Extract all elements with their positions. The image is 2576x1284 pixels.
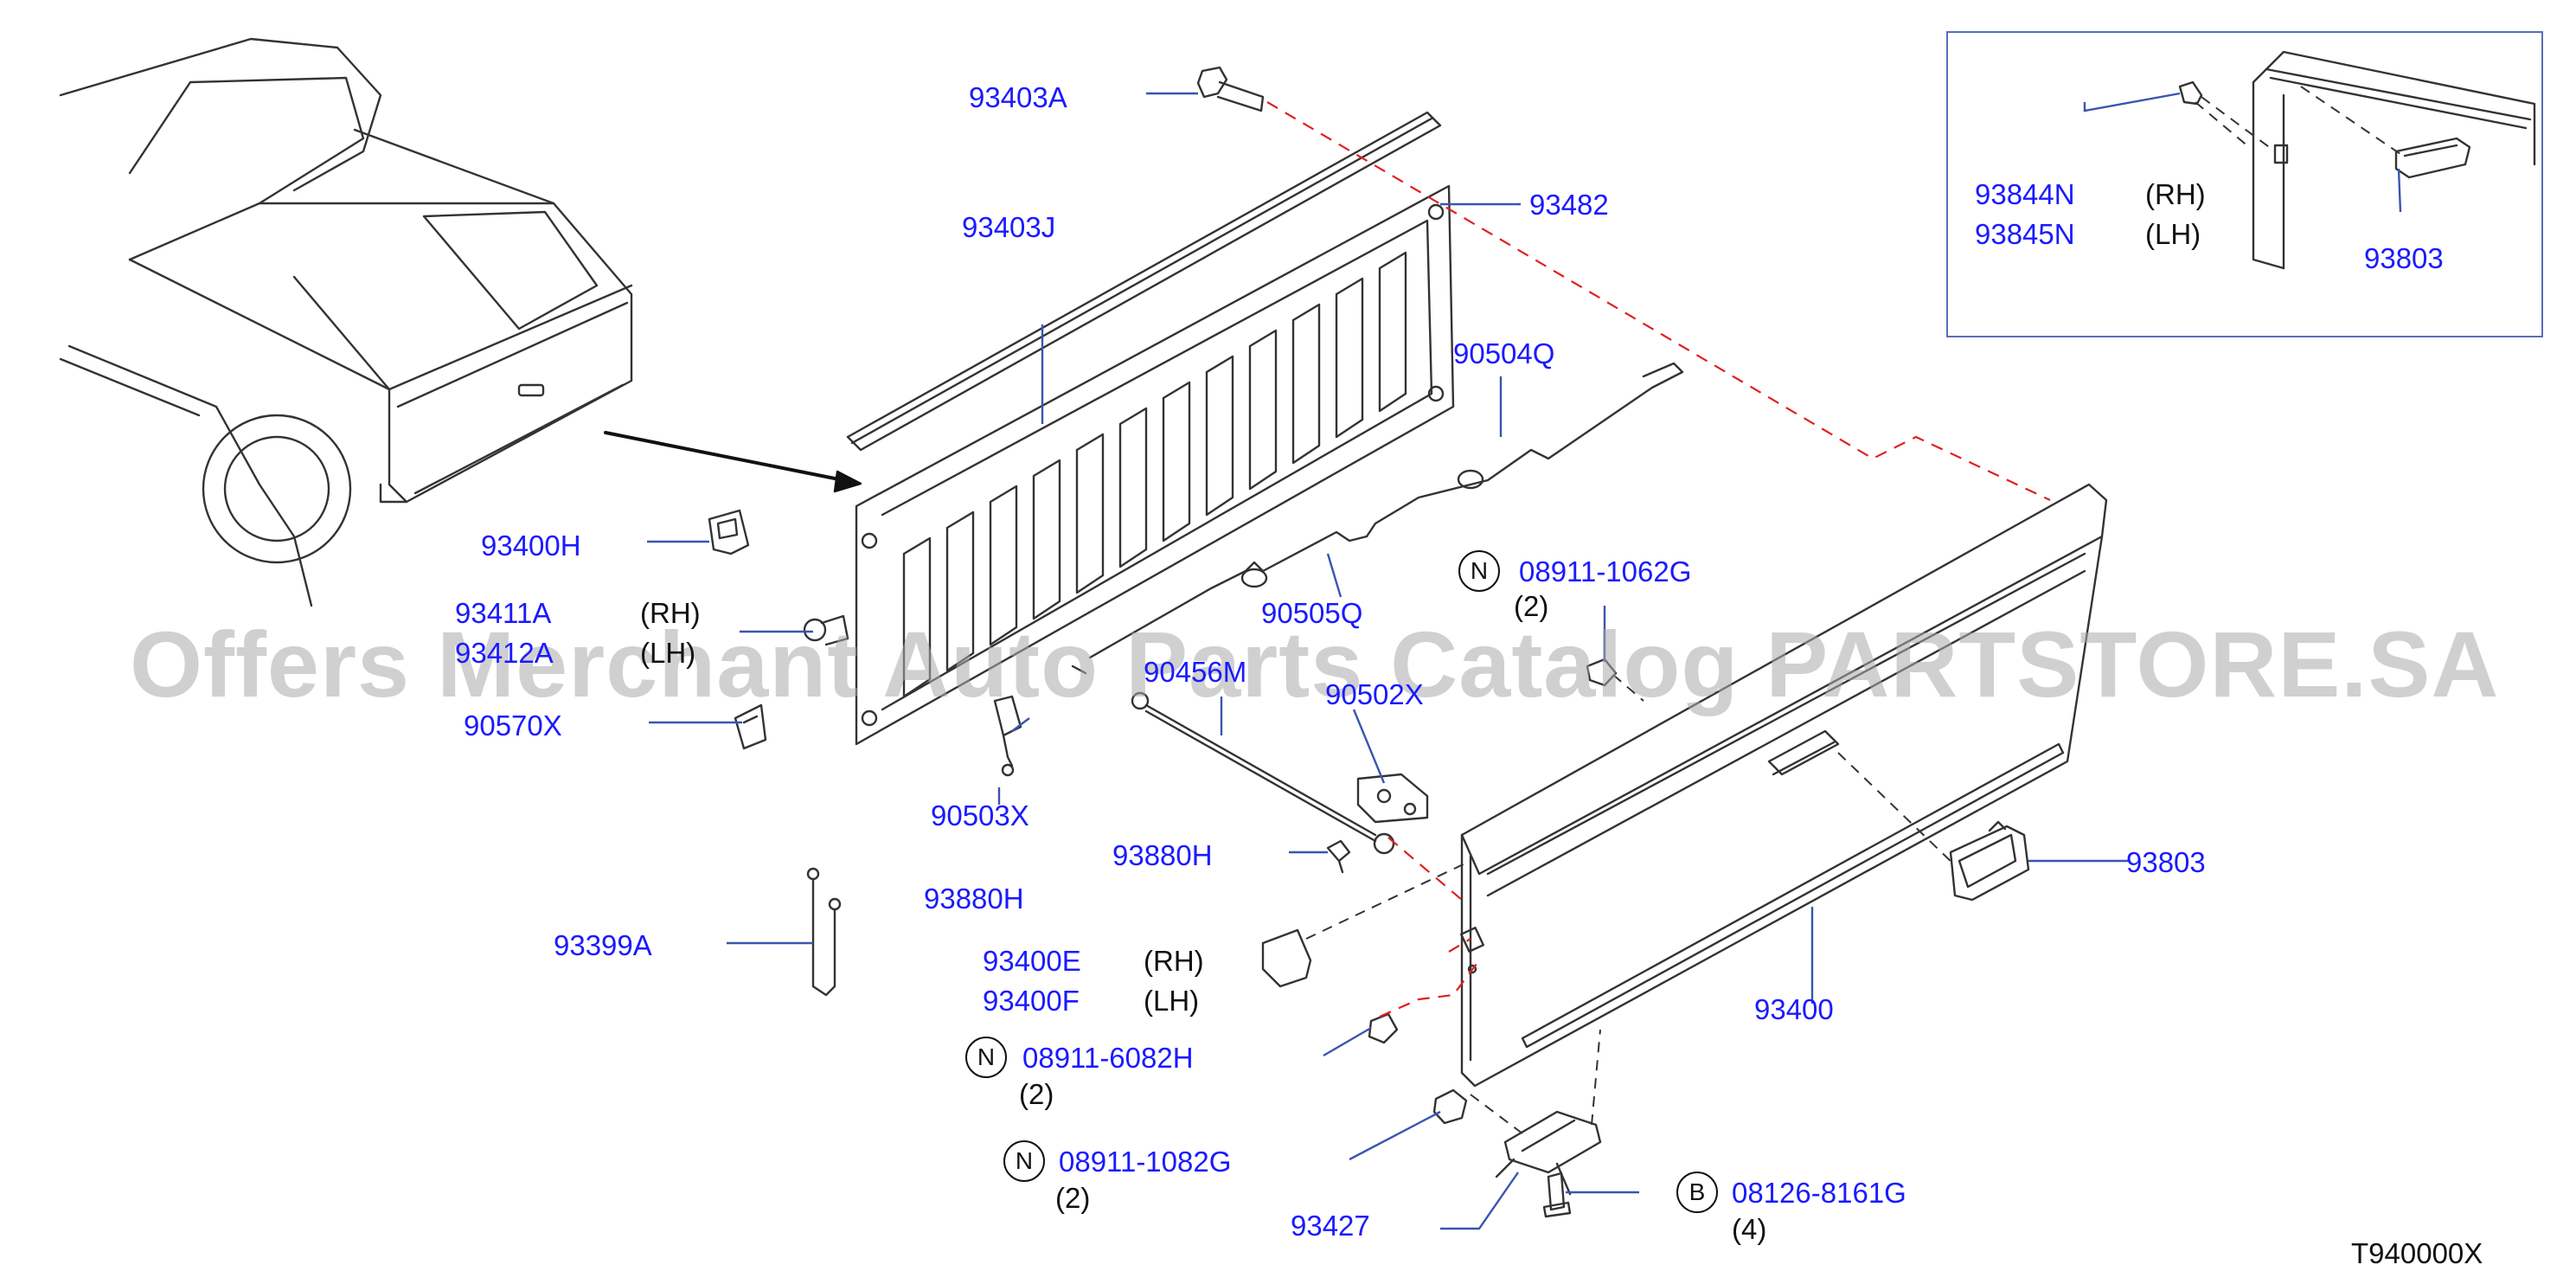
part-label-08911-6082H[interactable]: 08911-6082H xyxy=(1022,1042,1194,1074)
n-badge: N xyxy=(1458,550,1500,592)
qty-label: (2) xyxy=(1055,1182,1091,1214)
part-label-93880H-a[interactable]: 93880H xyxy=(1112,839,1213,871)
qty-label: (2) xyxy=(1514,590,1549,622)
part-label-93482[interactable]: 93482 xyxy=(1529,189,1609,221)
truck-illustration xyxy=(59,37,633,607)
inner-panel xyxy=(855,184,1455,746)
part-label-93844N[interactable]: 93844N xyxy=(1975,178,2075,210)
part-label-93400F[interactable]: 93400F xyxy=(983,985,1080,1017)
n-badge: N xyxy=(965,1037,1007,1078)
side-label-93411A: (RH) xyxy=(640,597,701,629)
inset-drawing xyxy=(2178,50,2536,270)
part-label-93403A[interactable]: 93403A xyxy=(969,81,1067,113)
part-label-08911-1082G[interactable]: 08911-1082G xyxy=(1059,1146,1232,1178)
part-label-93400[interactable]: 93400 xyxy=(1754,993,1834,1025)
part-label-08126-8161G[interactable]: 08126-8161G xyxy=(1732,1177,1906,1209)
part-label-93403J[interactable]: 93403J xyxy=(962,211,1056,243)
n-badge: N xyxy=(1003,1140,1045,1182)
part-label-93411A[interactable]: 93411A xyxy=(455,597,552,629)
side-label-93400F: (LH) xyxy=(1144,985,1200,1017)
part-label-90502X[interactable]: 90502X xyxy=(1325,678,1424,710)
part-label-08911-1062G[interactable]: 08911-1062G xyxy=(1519,555,1692,587)
side-label-rh: (RH) xyxy=(2145,178,2206,210)
side-label-lh: (LH) xyxy=(2145,218,2201,250)
qty-label: (2) xyxy=(1019,1078,1054,1110)
part-label-93427[interactable]: 93427 xyxy=(1291,1210,1370,1242)
outer-tailgate xyxy=(1459,483,2108,1088)
part-label-90504Q[interactable]: 90504Q xyxy=(1453,337,1555,369)
side-label-93412A: (LH) xyxy=(640,637,696,669)
part-label-93400E[interactable]: 93400E xyxy=(983,945,1081,977)
b-badge: B xyxy=(1676,1172,1718,1213)
inset-detail-frame xyxy=(1946,31,2543,337)
part-label-93803[interactable]: 93803 xyxy=(2126,846,2206,878)
part-label-90505Q[interactable]: 90505Q xyxy=(1261,597,1363,629)
part-label-90570X[interactable]: 90570X xyxy=(464,709,562,742)
diagram-code: T940000X xyxy=(2351,1237,2483,1269)
part-label-93400H[interactable]: 93400H xyxy=(481,530,581,562)
side-label-93400E: (RH) xyxy=(1144,945,1204,977)
part-label-90456M[interactable]: 90456M xyxy=(1144,656,1247,688)
qty-label: (4) xyxy=(1732,1213,1767,1245)
watermark-text: Offers Merchant Auto Parts Catalog PARTS… xyxy=(130,612,2500,716)
part-label-93845N[interactable]: 93845N xyxy=(1975,218,2075,250)
part-label-93803-inset[interactable]: 93803 xyxy=(2364,242,2444,274)
part-label-90503X[interactable]: 90503X xyxy=(931,799,1029,831)
part-label-93880H-b[interactable]: 93880H xyxy=(924,883,1024,915)
part-label-93412A[interactable]: 93412A xyxy=(455,637,554,669)
part-label-93399A[interactable]: 93399A xyxy=(554,929,652,961)
